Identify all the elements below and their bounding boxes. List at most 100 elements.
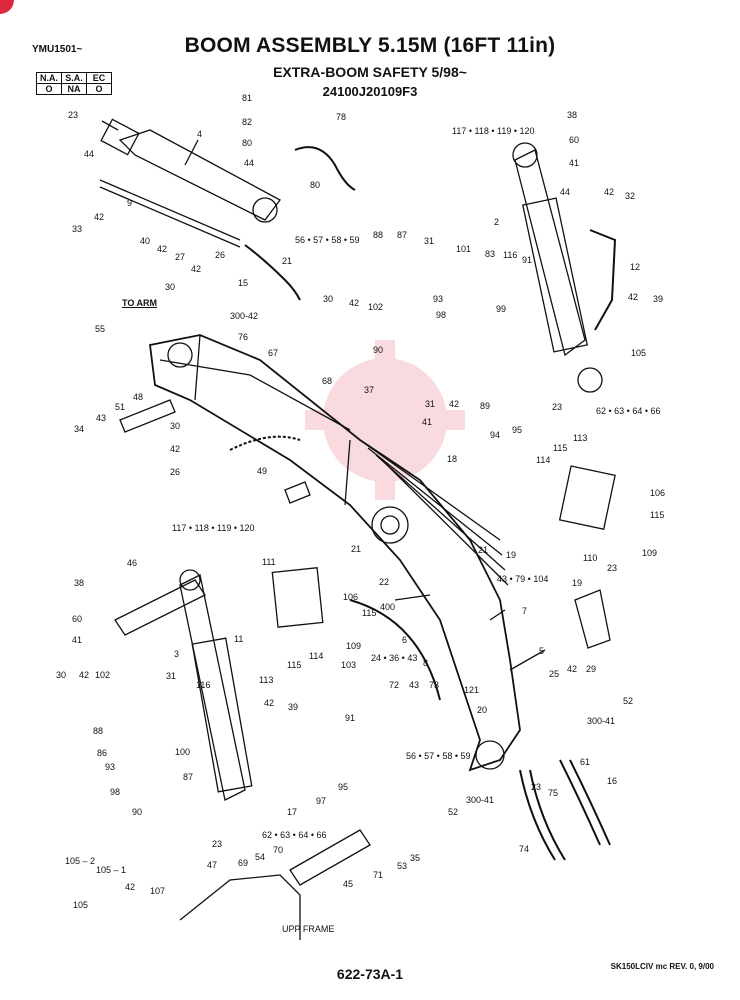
part-label: 73 [429, 680, 439, 690]
part-label: 81 [242, 93, 252, 103]
part-label: 40 [140, 236, 150, 246]
page-subtitle: EXTRA-BOOM SAFETY 5/98~ [273, 64, 467, 80]
part-label: 121 [464, 685, 479, 695]
hose-75b [529, 769, 566, 861]
part-label: 27 [175, 252, 185, 262]
part-label: 114 [536, 455, 550, 465]
part-label: 15 [238, 278, 248, 288]
part-label: 22 [379, 577, 389, 587]
part-label: 80 [310, 180, 320, 190]
part-label: 29 [586, 664, 596, 674]
wire-400 [229, 435, 301, 451]
part-label: 42 [349, 298, 359, 308]
part-label: 23 [68, 110, 78, 120]
part-labels: 81 82 80 44 78 80 23 4 44 9 33 42 40 42 … [56, 93, 665, 910]
part-label: 93 [433, 294, 443, 304]
part-label: 44 [84, 149, 94, 159]
part-label: 53 [397, 861, 407, 871]
part-label: 21 [478, 545, 488, 555]
part-label: 115 [362, 608, 376, 618]
part-label: 109 [642, 548, 657, 558]
part-label: 56 • 57 • 58 • 59 [406, 751, 471, 761]
part-label: 88 [373, 230, 383, 240]
part-label: 44 [244, 158, 254, 168]
part-label: 35 [410, 853, 420, 863]
part-label: 95 [338, 782, 348, 792]
part-label: 56 • 57 • 58 • 59 [295, 235, 360, 245]
part-label: 54 [255, 852, 265, 862]
part-label: 111 [262, 557, 276, 567]
part-label: 109 [346, 641, 361, 651]
upp-frame-annotation: UPP FRAME [282, 924, 335, 934]
part-label: 87 [397, 230, 407, 240]
part-label: 110 [583, 553, 597, 563]
part-label: 113 [259, 675, 273, 685]
part-label: 30 [170, 421, 180, 431]
part-label: 72 [389, 680, 399, 690]
part-label: 43 [96, 413, 106, 423]
part-label: 69 [238, 858, 248, 868]
part-label: 46 [127, 558, 137, 568]
applicability-value-ec: O [86, 83, 112, 95]
part-label: 90 [373, 345, 383, 355]
pipe-12 [589, 229, 617, 331]
part-label: 42 [628, 292, 638, 302]
part-label: 105 [631, 348, 646, 358]
part-label: 42 [567, 664, 577, 674]
part-label: 68 [322, 376, 332, 386]
boom-body [149, 334, 521, 772]
part-label: 37 [364, 385, 374, 395]
part-label: 31 [166, 671, 176, 681]
part-label: 42 [125, 882, 135, 892]
model-code: YMU1501~ [32, 44, 83, 55]
boom-cylinder-left [179, 569, 253, 801]
part-label: 102 [95, 670, 110, 680]
part-label: 82 [242, 117, 252, 127]
part-label: 93 [105, 762, 115, 772]
part-label: 55 [95, 324, 105, 334]
part-label: 30 [323, 294, 333, 304]
part-label: 95 [512, 425, 522, 435]
part-label: 34 [74, 424, 84, 434]
part-label: 42 [170, 444, 180, 454]
part-label: 42 [191, 264, 201, 274]
part-label: 90 [132, 807, 142, 817]
part-label: 51 [115, 402, 125, 412]
part-label: 42 [94, 212, 104, 222]
part-label: 105 – 2 [65, 856, 95, 866]
part-label: 23 [552, 402, 562, 412]
part-label: 91 [522, 255, 532, 265]
line-art [99, 118, 617, 940]
part-label: 18 [447, 454, 457, 464]
applicability-table: N.A. S.A. EC O NA O [36, 72, 112, 95]
part-label: 117 • 118 • 119 • 120 [172, 523, 255, 533]
part-label: 38 [567, 110, 577, 120]
part-label: 41 [422, 417, 432, 427]
part-label: 113 [573, 433, 587, 443]
revision-note: SK150LCIV mc REV. 0, 9/00 [610, 962, 714, 971]
part-label: 26 [215, 250, 225, 260]
part-label: 115 [650, 510, 664, 520]
part-label: 103 [341, 660, 356, 670]
part-label: 7 [522, 606, 527, 616]
part-label: 31 [425, 399, 435, 409]
part-label: 42 [604, 187, 614, 197]
part-label: 70 [273, 845, 283, 855]
watermark-gear-icon [305, 340, 465, 500]
part-label: 19 [506, 550, 516, 560]
part-label: 52 [623, 696, 633, 706]
part-label: 105 [73, 900, 88, 910]
part-label: 83 [485, 249, 495, 259]
hose-16b [569, 759, 611, 846]
pin-48 [119, 399, 176, 433]
part-label: 116 [503, 250, 517, 260]
part-label: 21 [351, 544, 361, 554]
part-label: 88 [93, 726, 103, 736]
part-label: 47 [207, 860, 217, 870]
pin-46 [114, 579, 206, 636]
part-label: 94 [490, 430, 500, 440]
part-label: 52 [448, 807, 458, 817]
part-label: 33 [72, 224, 82, 234]
part-label: 9 [127, 198, 132, 208]
part-label: 87 [183, 772, 193, 782]
